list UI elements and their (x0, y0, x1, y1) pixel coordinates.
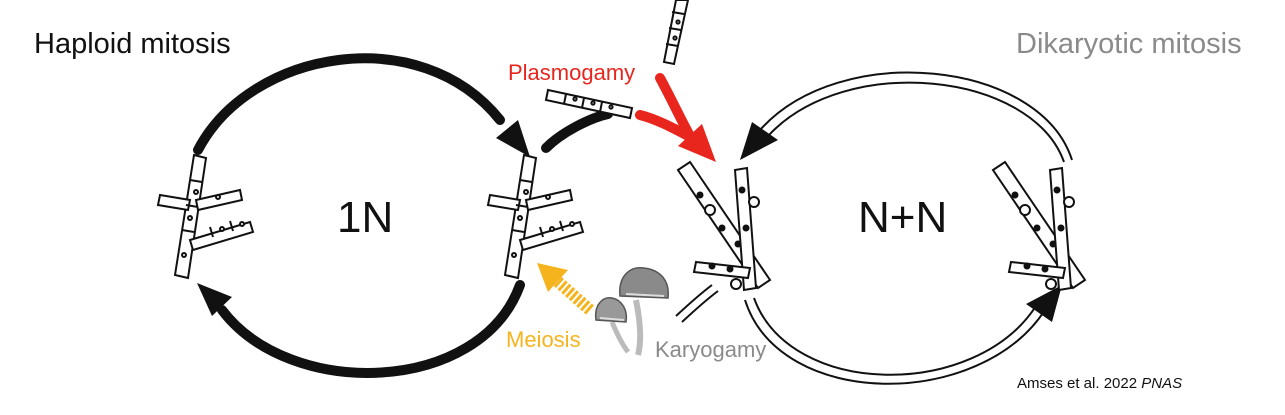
meiosis-arrow (552, 275, 594, 315)
dikaryotic-ploidy-label: N+N (858, 193, 948, 242)
karyogamy-connector-outer (675, 284, 713, 317)
dikaryotic-arrowhead-top (740, 122, 778, 160)
meiosis-label: Meiosis (506, 327, 581, 352)
haploid-mitosis-arrow-top (193, 53, 505, 155)
dikaryotic-arrow-bottom-outer (744, 299, 1046, 385)
dikaryotic-hypha-icon (676, 160, 772, 292)
karyogamy-label: Karyogamy (655, 337, 767, 362)
plasmogamy-connector-arc (541, 109, 613, 153)
citation: Amses et al. 2022 PNAS (1017, 375, 1182, 392)
citation-authors: Amses et al. 2022 (1017, 375, 1138, 392)
citation-journal: PNAS (1141, 375, 1183, 392)
dikaryotic-arrow-top-outer (759, 71, 1073, 161)
haploid-mitosis-title: Haploid mitosis (34, 28, 231, 60)
cell-filament-icon (544, 88, 634, 120)
plasmogamy-label: Plasmogamy (508, 60, 636, 85)
meiosis-arrowhead (537, 263, 568, 292)
dikaryotic-arrow-bottom-inner (753, 297, 1037, 376)
dikaryotic-hypha-icon (991, 160, 1087, 292)
haploid-arrowhead-bottom (197, 283, 232, 316)
haploid-hypha-icon (486, 153, 585, 280)
karyogamy-connector-inner (681, 290, 719, 323)
plasmogamy-arrow-right (655, 73, 695, 141)
plasmogamy-arrowhead (678, 124, 716, 162)
dikaryotic-arrowhead-bottom (1026, 285, 1062, 322)
dikaryotic-arrow-top-inner (767, 81, 1065, 163)
haploid-mitosis-arrow-bottom (217, 280, 525, 378)
mushroom-icon (594, 267, 669, 356)
haploid-arrowhead-top (496, 120, 530, 157)
haploid-hypha-icon (156, 153, 255, 280)
cell-filament-icon (662, 0, 690, 66)
haploid-ploidy-label: 1N (337, 193, 394, 242)
dikaryotic-mitosis-title: Dikaryotic mitosis (1016, 28, 1242, 60)
